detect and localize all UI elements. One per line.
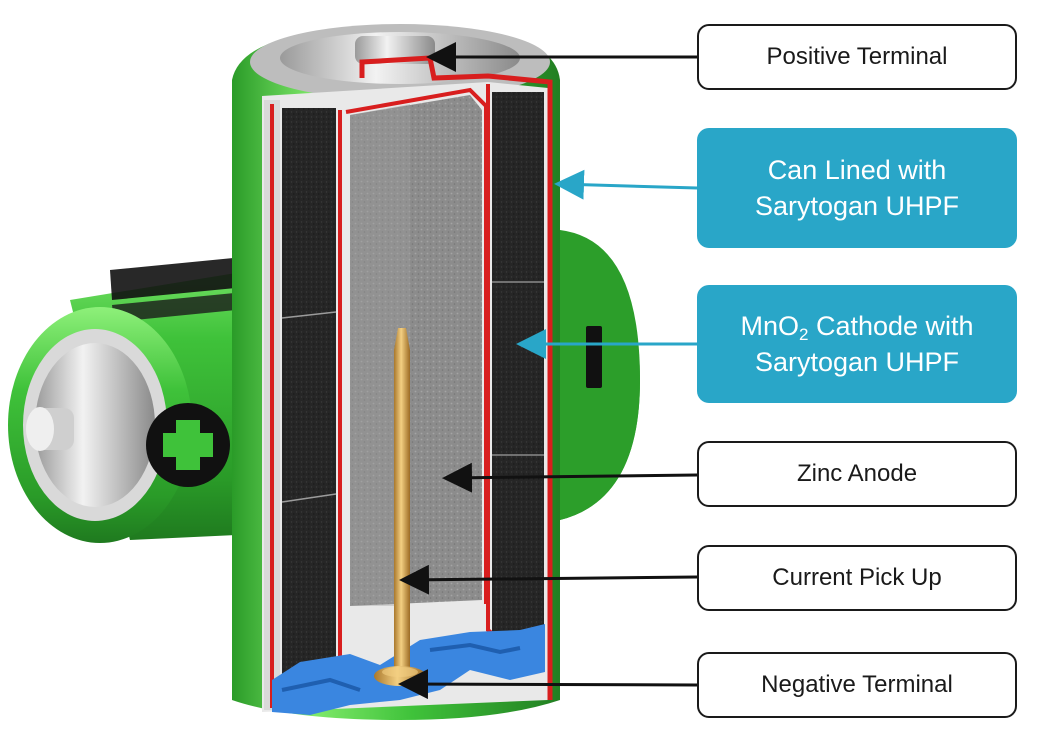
label-negative-terminal: Negative Terminal bbox=[697, 652, 1017, 718]
callout-arrows bbox=[398, 42, 698, 700]
label-can-lined-line1: Can Lined with bbox=[767, 155, 947, 185]
label-current-pickup: Current Pick Up bbox=[697, 545, 1017, 611]
arrow-current-pickup bbox=[399, 564, 698, 595]
label-cathode-line1: MnO2 Cathode with bbox=[740, 311, 974, 344]
label-cathode: MnO2 Cathode with Sarytogan UHPF bbox=[697, 285, 1017, 403]
label-zinc-anode: Zinc Anode bbox=[697, 441, 1017, 507]
cathode-left bbox=[282, 108, 336, 698]
upright-battery-cutaway bbox=[232, 24, 560, 720]
can-liner bbox=[359, 55, 553, 700]
label-can-lined-line2: Sarytogan UHPF bbox=[754, 191, 960, 221]
label-positive-terminal: Positive Terminal bbox=[697, 24, 1017, 90]
current-collector-pin bbox=[394, 328, 410, 672]
label-cathode-line2: Sarytogan UHPF bbox=[754, 347, 960, 377]
minus-symbol-icon bbox=[586, 326, 602, 388]
arrow-can-lined bbox=[554, 169, 698, 200]
cathode-right bbox=[492, 92, 544, 672]
arrow-negative-terminal bbox=[398, 669, 698, 700]
label-can-lined: Can Lined with Sarytogan UHPF bbox=[697, 128, 1017, 248]
arrow-zinc-anode bbox=[442, 462, 698, 493]
